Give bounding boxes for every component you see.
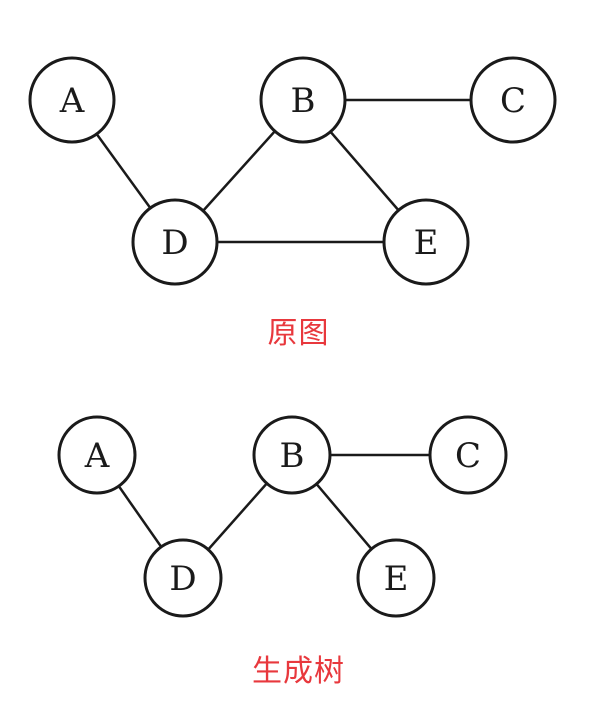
node-a: A (28, 56, 116, 144)
node-label: D (169, 559, 196, 599)
original-graph-caption: 原图 (267, 316, 330, 351)
node-label: A (84, 436, 110, 476)
node-circle (382, 198, 470, 286)
node-label: E (414, 223, 439, 263)
node-circle (131, 198, 219, 286)
node-circle (143, 538, 223, 618)
node-circle (356, 538, 436, 618)
node-e: E (382, 198, 470, 286)
node-circle (252, 415, 332, 495)
node-label: E (384, 559, 409, 599)
node-c: C (428, 415, 508, 495)
node-a: A (57, 415, 137, 495)
spanning-tree-caption: 生成树 (252, 654, 345, 689)
node-d: D (131, 198, 219, 286)
node-label: C (455, 436, 481, 476)
node-label: A (59, 81, 85, 121)
node-circle (28, 56, 116, 144)
node-label: C (500, 81, 526, 121)
spanning-tree-graph: A B C D E (57, 415, 508, 618)
node-b: B (259, 56, 347, 144)
node-e: E (356, 538, 436, 618)
original-graph: A B C D E (28, 56, 557, 286)
node-circle (469, 56, 557, 144)
node-circle (259, 56, 347, 144)
node-label: B (291, 81, 316, 121)
node-b: B (252, 415, 332, 495)
node-d: D (143, 538, 223, 618)
node-circle (57, 415, 137, 495)
node-circle (428, 415, 508, 495)
node-c: C (469, 56, 557, 144)
node-label: D (161, 223, 188, 263)
node-label: B (280, 436, 305, 476)
